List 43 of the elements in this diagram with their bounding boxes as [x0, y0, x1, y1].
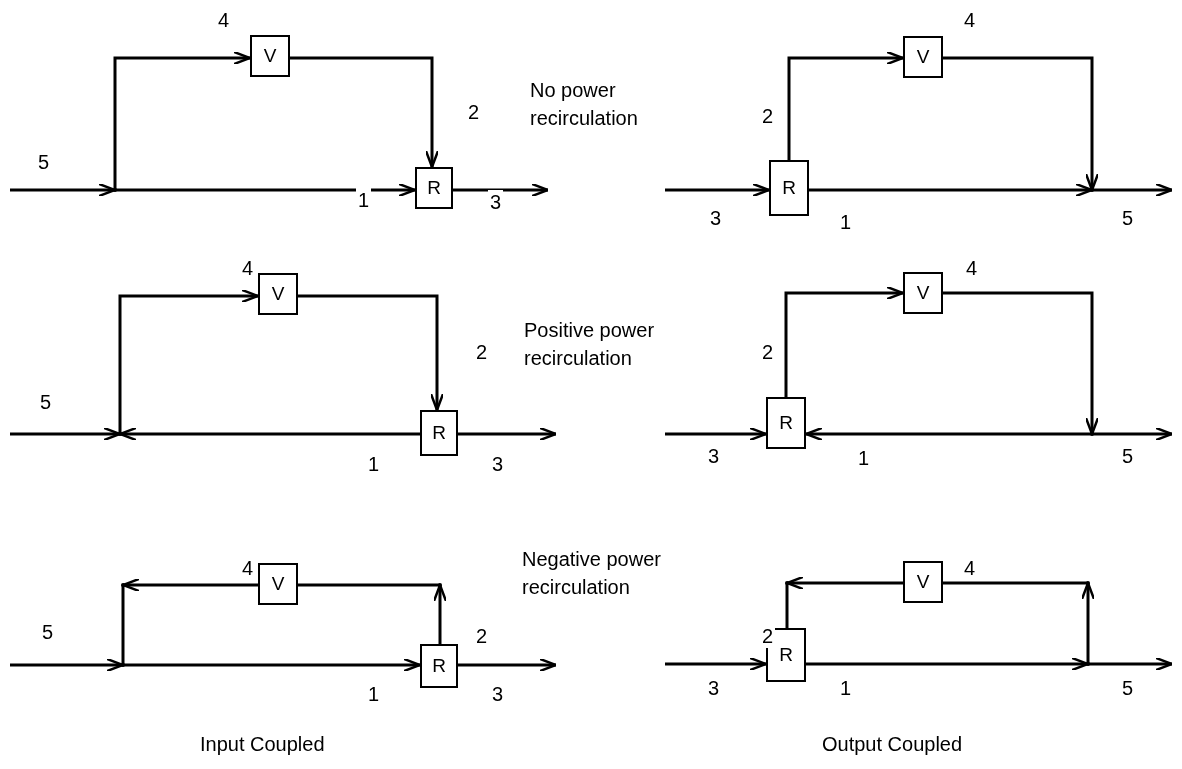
arrow	[1088, 656, 1174, 672]
arrow	[787, 50, 905, 160]
arrow	[665, 656, 768, 672]
caption-text: Output Coupled	[822, 732, 964, 757]
arrow	[298, 294, 445, 412]
arrow	[458, 426, 558, 442]
junction-point	[121, 663, 125, 667]
junction-point	[121, 583, 125, 587]
junction-point	[1090, 188, 1094, 192]
process-box: R	[415, 167, 453, 209]
arrow	[784, 285, 905, 397]
caption-text: No power recirculation	[530, 78, 639, 131]
process-box: R	[420, 644, 458, 688]
process-box: V	[250, 35, 290, 77]
process-box: V	[903, 36, 943, 78]
process-box: V	[258, 563, 298, 605]
arrow	[113, 50, 252, 190]
arrow	[290, 56, 440, 169]
caption-text: Positive power recirculation	[524, 318, 656, 371]
arrow	[1092, 182, 1174, 198]
junction-point	[1086, 662, 1090, 666]
arrow	[115, 182, 417, 198]
arrow	[123, 657, 422, 673]
caption-text: Input Coupled	[200, 732, 326, 757]
junction-point	[113, 188, 117, 192]
junction-point	[438, 583, 442, 587]
process-box: R	[769, 160, 809, 216]
junction-point	[1090, 432, 1094, 436]
arrow	[453, 182, 550, 198]
process-box: V	[903, 561, 943, 603]
process-box: R	[420, 410, 458, 456]
process-box: R	[766, 397, 806, 449]
process-box: V	[258, 273, 298, 315]
arrow	[118, 288, 260, 434]
junction-point	[118, 432, 122, 436]
arrow	[458, 657, 558, 673]
process-box: V	[903, 272, 943, 314]
junction-point	[785, 581, 789, 585]
caption-text: Negative power recirculation	[522, 547, 662, 600]
arrow	[1092, 426, 1174, 442]
arrow	[665, 426, 768, 442]
junction-point	[1086, 581, 1090, 585]
arrow	[665, 182, 771, 198]
